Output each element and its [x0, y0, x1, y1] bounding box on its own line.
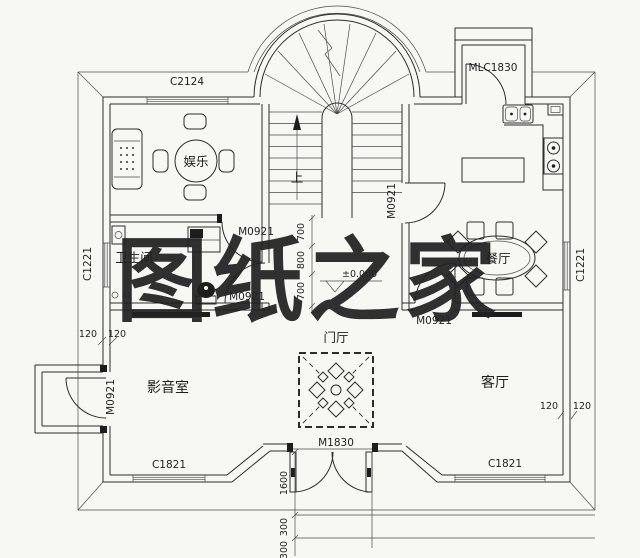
stair-break-line — [317, 29, 341, 77]
label-mlc1830: MLC1830 — [469, 62, 518, 74]
window-bl-c1821-glazing — [132, 475, 206, 482]
door-arc-living — [414, 262, 456, 304]
label-room-entertainment: 娱乐 — [183, 154, 208, 169]
label-door-m0921-porch: M0921 — [105, 379, 117, 415]
wall-cabinet — [547, 103, 564, 116]
exterior-walls — [102, 13, 571, 483]
dim-right-120b: 120 — [573, 401, 591, 412]
dim-left-120a: 120 — [79, 329, 97, 340]
door-arc-entertainment — [221, 221, 263, 263]
tv-console-media — [132, 312, 210, 317]
level-mark-symbol — [320, 280, 382, 293]
furniture — [111, 103, 564, 428]
label-room-living: 客厅 — [481, 374, 509, 391]
round-table — [152, 113, 235, 201]
stairs — [264, 23, 410, 218]
dim-right-120a: 120 — [540, 401, 558, 412]
dim-left-120b: 120 — [108, 329, 126, 340]
label-room-foyer: 门厅 — [323, 330, 348, 345]
doors — [65, 63, 507, 493]
stair-winders — [264, 23, 410, 115]
label-door-m0921-dining: M0921 — [386, 183, 398, 219]
watermark-text: 图纸之家 — [116, 227, 500, 335]
dim-700-top: 700 — [296, 223, 307, 241]
floor-drain — [111, 291, 130, 299]
eave-outline — [77, 5, 596, 511]
door-arc-mlc — [465, 63, 507, 105]
label-door-m0921-bathroom: M0921 — [229, 291, 265, 303]
dim-300b: 300 — [279, 541, 290, 558]
dim-300a: 300 — [279, 518, 290, 536]
bathroom-fixtures — [111, 225, 221, 305]
dining-table — [446, 221, 548, 296]
label-room-bathroom: 卫生间 — [115, 250, 153, 265]
label-window-br-c1821: C1821 — [488, 458, 522, 470]
dimensions: 700 800 700 ±0.000 120 120 120 120 1600 … — [79, 214, 595, 558]
dim-700-bottom: 700 — [296, 282, 307, 300]
label-window-right-c1221: C1221 — [575, 248, 587, 282]
window-c2124-glazing — [146, 97, 229, 104]
tv-console-living — [472, 312, 522, 317]
label-window-c2124: C2124 — [170, 76, 204, 88]
window-br-c1821-glazing — [454, 475, 546, 482]
stair-treads-right — [352, 111, 402, 193]
window-right-c1221-glazing — [563, 241, 570, 291]
label-door-m1830: M1830 — [318, 437, 354, 449]
label-door-m0921-entertainment: M0921 — [238, 226, 274, 238]
label-window-bl-c1821: C1821 — [152, 459, 186, 471]
buffet-cabinet — [461, 157, 525, 183]
level-mark-text: ±0.000 — [342, 269, 377, 280]
door-entrance-double — [289, 448, 373, 493]
dim-800: 800 — [296, 251, 307, 269]
label-door-m0921-living: M0921 — [416, 315, 452, 327]
porch-bay — [34, 364, 107, 434]
label-stairs-up: 上 — [291, 170, 304, 185]
dim-1600: 1600 — [279, 471, 290, 495]
kitchen-sink — [502, 104, 534, 124]
door-arc-porch — [65, 377, 107, 419]
window-left-c1221-glazing — [103, 242, 110, 288]
stove — [543, 137, 564, 175]
kitchen-counter — [502, 103, 564, 191]
toilet — [195, 282, 217, 305]
label-room-dining: 餐厅 — [485, 251, 510, 266]
label-window-left-c1221: C1221 — [82, 247, 94, 281]
floor-medallion — [298, 352, 374, 428]
sofa — [111, 128, 143, 190]
label-room-media: 影音室 — [147, 379, 189, 396]
door-arc-bathroom — [224, 262, 266, 304]
door-arc-dining — [404, 182, 446, 224]
stair-direction-arrow — [293, 114, 301, 200]
stair-center-rail — [321, 102, 353, 218]
labels: C2124 MLC1830 C1221 C1221 C1821 C1821 M1… — [82, 62, 587, 471]
windows — [103, 97, 570, 482]
